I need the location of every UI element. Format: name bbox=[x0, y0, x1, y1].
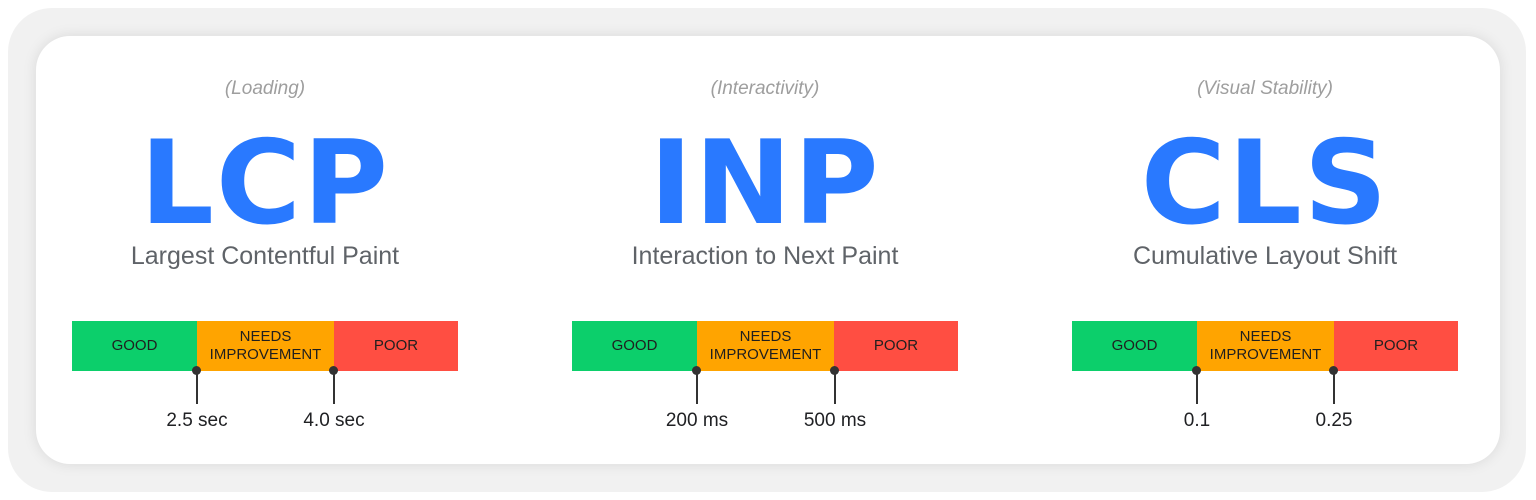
segment-good: GOOD bbox=[72, 321, 197, 371]
segment-poor: POOR bbox=[334, 321, 458, 371]
threshold-label: 200 ms bbox=[665, 410, 729, 431]
core-web-vitals-card: (Loading) LCP Largest Contentful Paint G… bbox=[36, 36, 1500, 464]
segment-good: GOOD bbox=[572, 321, 697, 371]
metric-lcp: (Loading) LCP Largest Contentful Paint G… bbox=[72, 36, 458, 464]
threshold-label: 0.25 bbox=[1315, 410, 1353, 431]
metric-acronym: INP bbox=[649, 116, 881, 251]
metric-full-name: Interaction to Next Paint bbox=[631, 242, 899, 270]
threshold-scale: GOOD NEEDS IMPROVEMENT POOR bbox=[72, 321, 458, 371]
metric-acronym: LCP bbox=[139, 116, 391, 251]
threshold-marker bbox=[191, 364, 203, 434]
threshold-marker bbox=[328, 364, 340, 434]
metric-category: (Loading) bbox=[224, 78, 306, 99]
metric-acronym: CLS bbox=[1140, 116, 1390, 251]
threshold-label: 4.0 sec bbox=[303, 410, 365, 431]
metric-cls: (Visual Stability) CLS Cumulative Layout… bbox=[1072, 36, 1458, 464]
metric-full-name: Largest Contentful Paint bbox=[130, 242, 400, 270]
threshold-marker bbox=[829, 364, 841, 434]
threshold-scale: GOOD NEEDS IMPROVEMENT POOR bbox=[572, 321, 958, 371]
threshold-marker bbox=[691, 364, 703, 434]
threshold-label: 2.5 sec bbox=[166, 410, 228, 431]
metric-category: (Visual Stability) bbox=[1197, 78, 1333, 99]
metric-category: (Interactivity) bbox=[710, 78, 820, 99]
threshold-label: 0.1 bbox=[1183, 410, 1211, 431]
threshold-scale: GOOD NEEDS IMPROVEMENT POOR bbox=[1072, 321, 1458, 371]
segment-poor: POOR bbox=[1334, 321, 1458, 371]
segment-needs-improvement: NEEDS IMPROVEMENT bbox=[697, 321, 834, 371]
segment-needs-improvement: NEEDS IMPROVEMENT bbox=[1197, 321, 1334, 371]
threshold-label: 500 ms bbox=[803, 410, 867, 431]
metric-full-name: Cumulative Layout Shift bbox=[1132, 242, 1398, 270]
threshold-marker bbox=[1328, 364, 1340, 434]
threshold-marker bbox=[1191, 364, 1203, 434]
segment-needs-improvement: NEEDS IMPROVEMENT bbox=[197, 321, 334, 371]
segment-poor: POOR bbox=[834, 321, 958, 371]
metric-inp: (Interactivity) INP Interaction to Next … bbox=[572, 36, 958, 464]
segment-good: GOOD bbox=[1072, 321, 1197, 371]
